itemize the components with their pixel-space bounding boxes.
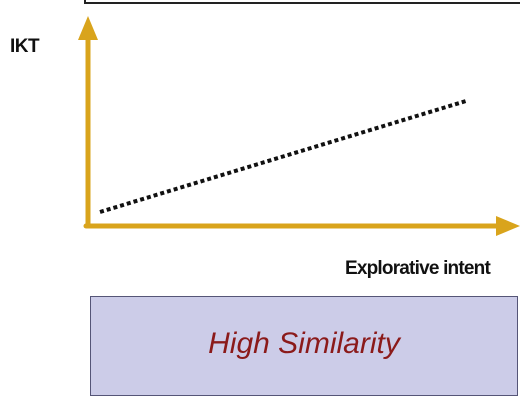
result-label: High Similarity — [208, 327, 400, 360]
trend-line — [99, 99, 467, 214]
y-axis-arrowhead — [78, 16, 98, 40]
y-axis-label: IKT — [10, 36, 40, 57]
x-axis-arrowhead — [496, 216, 520, 236]
result-box: High Similarity — [90, 296, 518, 396]
diagram-canvas — [78, 16, 520, 236]
x-axis-label: Explorative intent — [344, 258, 491, 279]
top-box-frame — [84, 0, 520, 4]
